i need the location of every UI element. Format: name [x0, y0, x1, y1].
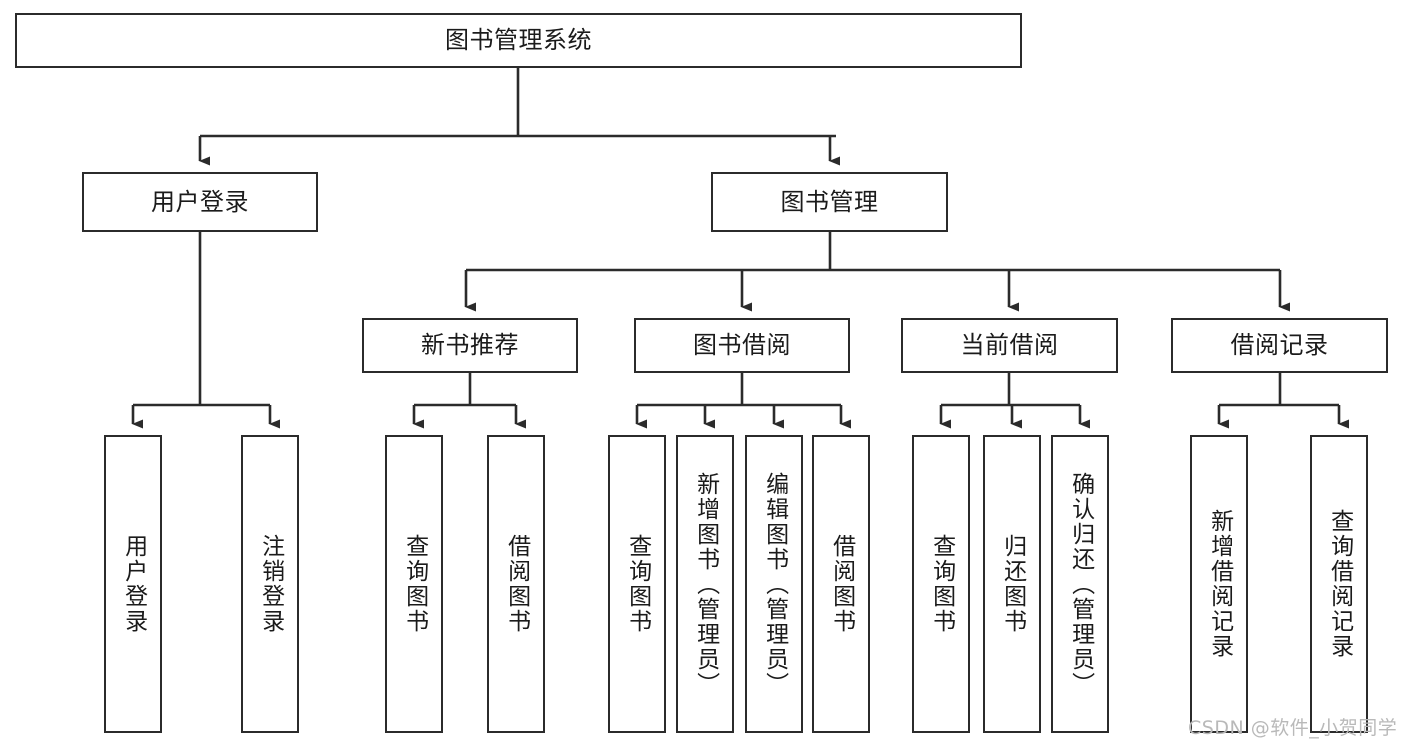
leaf-label: 查询图书 [624, 534, 651, 634]
leaf-label: 借阅图书 [828, 534, 855, 634]
leaf-logout[interactable]: 注销登录 [241, 435, 299, 733]
leaf-return-book[interactable]: 归还图书 [983, 435, 1041, 733]
node-borrow-record-label: 借阅记录 [1230, 331, 1329, 360]
leaf-label: 编辑图书（管理员） [761, 471, 788, 697]
leaf-label: 借阅图书 [503, 534, 530, 634]
leaf-label: 确认归还（管理员） [1067, 471, 1094, 697]
node-new-book-recommend[interactable]: 新书推荐 [362, 318, 578, 373]
leaf-query-book-recommend[interactable]: 查询图书 [385, 435, 443, 733]
node-root[interactable]: 图书管理系统 [15, 13, 1022, 68]
node-book-management-label: 图书管理 [780, 187, 879, 216]
node-book-borrow-label: 图书借阅 [693, 331, 791, 360]
node-new-book-recommend-label: 新书推荐 [421, 331, 519, 360]
leaf-user-login[interactable]: 用户登录 [104, 435, 162, 733]
leaf-label: 查询借阅记录 [1326, 509, 1353, 659]
node-current-borrow[interactable]: 当前借阅 [901, 318, 1118, 373]
leaf-label: 查询图书 [401, 534, 428, 634]
leaf-query-borrow-record[interactable]: 查询借阅记录 [1310, 435, 1368, 733]
leaf-label: 用户登录 [120, 534, 147, 634]
node-borrow-record[interactable]: 借阅记录 [1171, 318, 1388, 373]
leaf-label: 归还图书 [999, 534, 1026, 634]
node-book-management[interactable]: 图书管理 [711, 172, 948, 232]
csdn-watermark: CSDN @软件_小贺同学 [1188, 717, 1398, 739]
leaf-add-book-admin[interactable]: 新增图书（管理员） [676, 435, 734, 733]
leaf-label: 注销登录 [257, 534, 284, 634]
leaf-label: 新增借阅记录 [1206, 509, 1233, 659]
node-user-login-label: 用户登录 [151, 187, 249, 216]
node-book-borrow[interactable]: 图书借阅 [634, 318, 850, 373]
leaf-borrow-book[interactable]: 借阅图书 [812, 435, 870, 733]
leaf-edit-book-admin[interactable]: 编辑图书（管理员） [745, 435, 803, 733]
leaf-label: 查询图书 [928, 534, 955, 634]
leaf-label: 新增图书（管理员） [692, 471, 719, 697]
leaf-borrow-book-recommend[interactable]: 借阅图书 [487, 435, 545, 733]
leaf-add-borrow-record[interactable]: 新增借阅记录 [1190, 435, 1248, 733]
leaf-query-book-current[interactable]: 查询图书 [912, 435, 970, 733]
node-user-login[interactable]: 用户登录 [82, 172, 318, 232]
leaf-query-book-borrow[interactable]: 查询图书 [608, 435, 666, 733]
leaf-confirm-return-admin[interactable]: 确认归还（管理员） [1051, 435, 1109, 733]
node-current-borrow-label: 当前借阅 [960, 331, 1059, 360]
node-root-label: 图书管理系统 [445, 26, 592, 55]
